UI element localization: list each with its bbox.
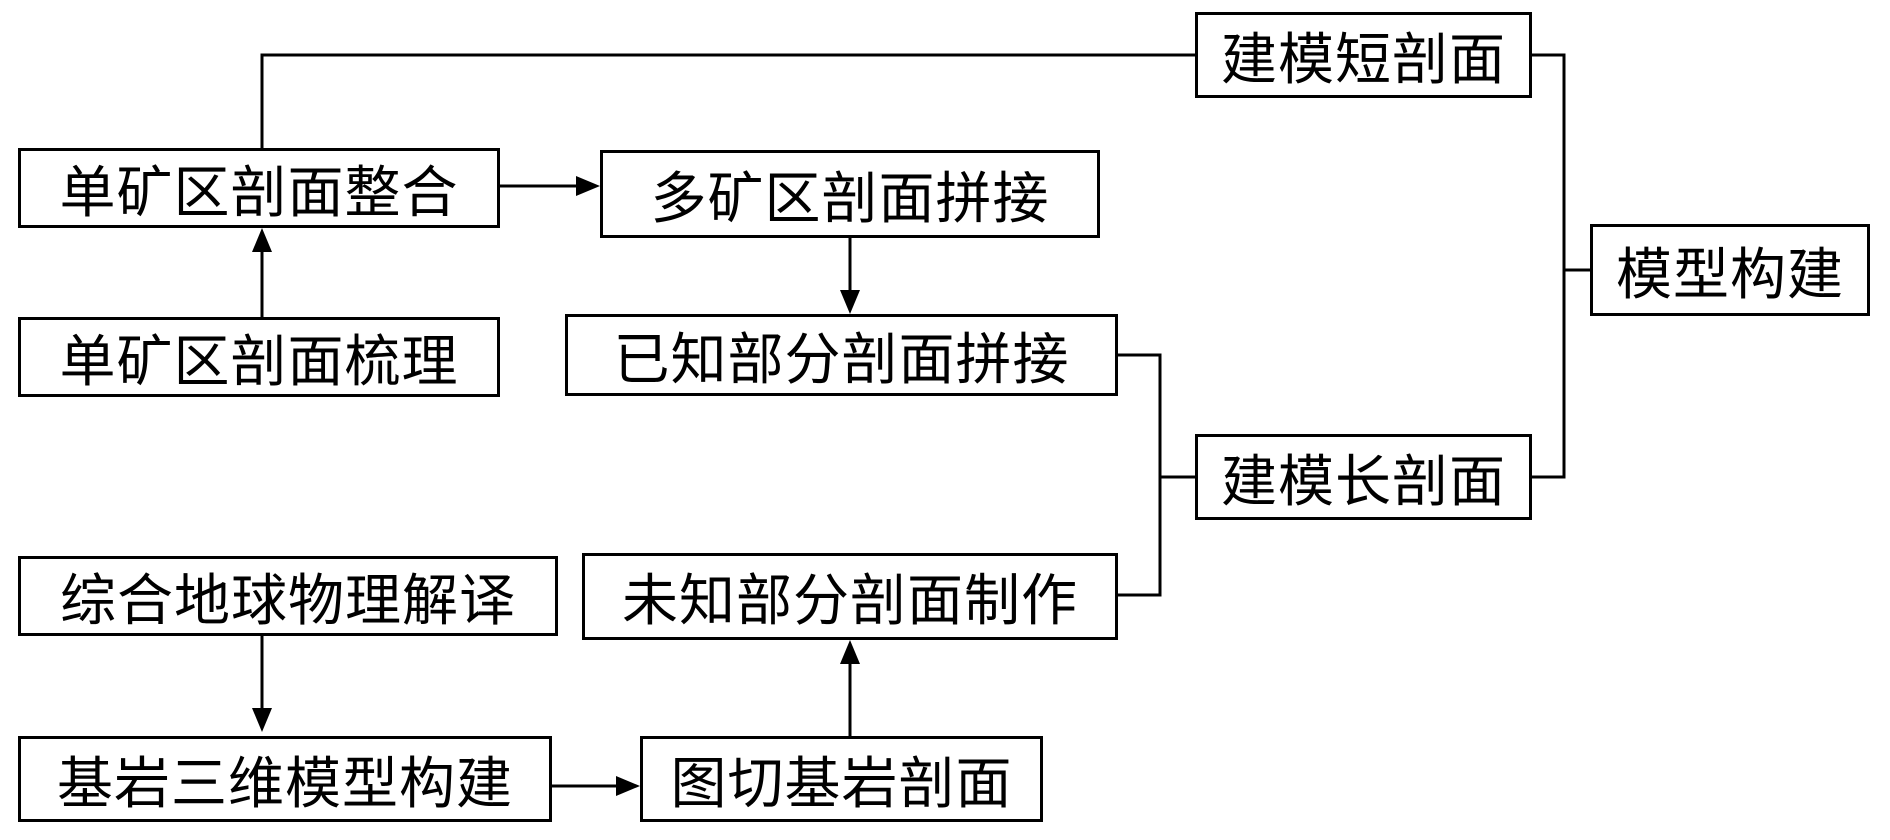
node-unknown-section-making: 未知部分剖面制作 [582,553,1118,640]
arrowhead-to-integration [252,228,272,252]
arrowhead-to-multi-splicing [576,176,600,196]
node-single-section-sorting: 单矿区剖面梳理 [18,317,500,397]
node-cut-bedrock-section: 图切基岩剖面 [640,736,1043,822]
node-modeling-long-section: 建模长剖面 [1195,434,1532,520]
arrowhead-to-unknown-making [840,640,860,664]
connector-sections-to-model-construction [1532,53,1566,479]
node-single-section-integration: 单矿区剖面整合 [18,148,500,228]
arrowhead-to-bedrock-model [252,708,272,732]
node-geophysical-interpretation: 综合地球物理解译 [18,556,558,636]
node-known-section-splicing: 已知部分剖面拼接 [565,314,1118,396]
node-multi-section-splicing: 多矿区剖面拼接 [600,150,1100,238]
node-bedrock-3d-model: 基岩三维模型构建 [18,736,552,822]
arrowhead-to-cut-section [616,776,640,796]
node-model-construction: 模型构建 [1590,224,1870,316]
connector-integration-to-short-section [260,53,1195,148]
node-modeling-short-section: 建模短剖面 [1195,12,1532,98]
connector-known-splicing-to-long-section [1118,353,1162,597]
arrowhead-to-known-splicing [840,290,860,314]
